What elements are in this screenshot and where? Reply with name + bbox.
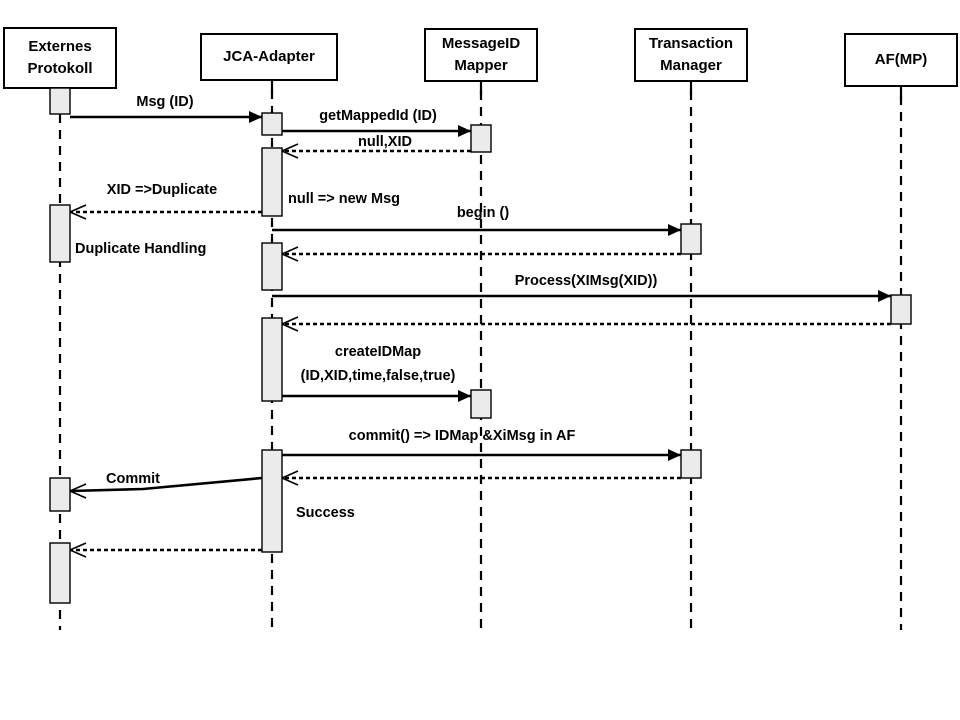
- message-success-return[interactable]: [68, 542, 262, 558]
- message-create-idmap[interactable]: [282, 390, 471, 402]
- messages-layer: [68, 111, 891, 558]
- activations-layer: [49, 87, 912, 604]
- activation-bar[interactable]: [261, 449, 283, 553]
- lifeline-head-box[interactable]: [844, 33, 958, 87]
- activation-bar[interactable]: [261, 112, 283, 136]
- lifeline-label: Manager: [660, 57, 722, 74]
- message-xid-duplicate[interactable]: [68, 204, 262, 220]
- lifeline-head-box[interactable]: [424, 28, 538, 82]
- message-label: XID =>Duplicate: [107, 182, 217, 198]
- activation-bar[interactable]: [49, 204, 71, 263]
- activation-bar[interactable]: [49, 87, 71, 115]
- filled-arrowhead-icon: [458, 390, 471, 402]
- message-msg-id[interactable]: [70, 111, 262, 123]
- message-label: Msg (ID): [136, 94, 193, 110]
- message-commit-to-protokoll[interactable]: [68, 476, 263, 499]
- lifeline-head-box[interactable]: [200, 33, 338, 81]
- message-label: null => new Msg: [288, 191, 400, 207]
- message-label: commit() => IDMap &XiMsg in AF: [349, 428, 576, 444]
- filled-arrowhead-icon: [668, 449, 681, 461]
- message-process-ximsg[interactable]: [272, 290, 891, 302]
- lifeline-label: Transaction: [649, 35, 733, 52]
- lifeline-label: AF(MP): [875, 51, 928, 68]
- activation-bar[interactable]: [680, 223, 702, 255]
- message-begin[interactable]: [272, 224, 681, 236]
- message-label: null,XID: [358, 134, 412, 150]
- lifeline-label: Protokoll: [27, 60, 92, 77]
- lifeline-head-box[interactable]: [3, 27, 117, 89]
- activation-bar[interactable]: [49, 477, 71, 512]
- activation-bar[interactable]: [261, 317, 283, 402]
- lifeline-label: Externes: [28, 38, 91, 55]
- filled-arrowhead-icon: [249, 111, 262, 123]
- message-process-return[interactable]: [280, 316, 891, 332]
- message-label: createIDMap: [335, 344, 421, 360]
- activation-bar[interactable]: [49, 542, 71, 604]
- message-label: getMappedId (ID): [319, 108, 437, 124]
- message-label: Success: [296, 505, 355, 521]
- lifeline-messageid-mapper[interactable]: MessageID Mapper: [424, 28, 538, 630]
- message-get-mapped-id[interactable]: [282, 125, 471, 137]
- activation-bar[interactable]: [470, 389, 492, 419]
- activation-bar[interactable]: [680, 449, 702, 479]
- activation-bar[interactable]: [890, 294, 912, 325]
- activation-bar[interactable]: [470, 124, 492, 153]
- message-line: [69, 476, 263, 493]
- filled-arrowhead-icon: [878, 290, 891, 302]
- lifeline-label: Mapper: [454, 57, 508, 74]
- message-label-line2: (ID,XID,time,false,true): [301, 368, 456, 384]
- filled-arrowhead-icon: [458, 125, 471, 137]
- filled-arrowhead-icon: [668, 224, 681, 236]
- activation-bar[interactable]: [261, 242, 283, 291]
- message-labels-layer: Msg (ID) getMappedId (ID) null,XID XID =>Du…: [75, 94, 657, 521]
- message-commit-call[interactable]: [282, 449, 681, 461]
- activation-bar[interactable]: [261, 147, 283, 217]
- message-label: Duplicate Handling: [75, 241, 206, 257]
- lifeline-label: JCA-Adapter: [223, 48, 315, 65]
- message-label: Commit: [106, 471, 160, 487]
- lifeline-label: MessageID: [442, 35, 521, 52]
- lifeline-af-mp[interactable]: AF(MP): [844, 33, 958, 630]
- message-label: Process(XIMsg(XID)): [515, 273, 658, 289]
- message-label: begin (): [457, 205, 510, 221]
